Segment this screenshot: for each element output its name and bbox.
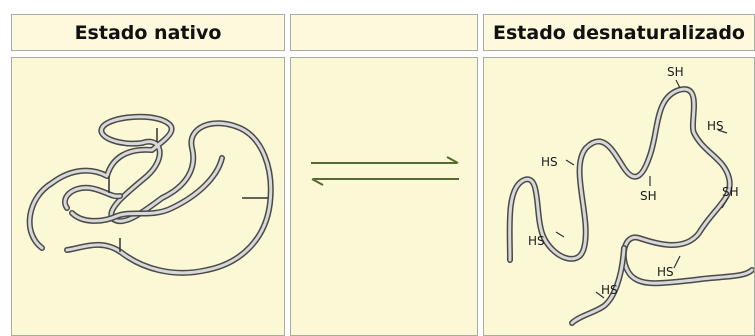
header-native-state: Estado nativo bbox=[11, 14, 285, 51]
header-middle bbox=[290, 14, 478, 51]
label-hs-right-top: HS bbox=[707, 119, 724, 133]
header-native-label: Estado nativo bbox=[74, 21, 222, 44]
label-hs-lower-right: HS bbox=[657, 265, 674, 279]
thiol-bond bbox=[721, 197, 729, 209]
thiol-bond bbox=[565, 159, 575, 166]
label-sh-middle: SH bbox=[640, 189, 657, 203]
equilibrium-panel bbox=[290, 57, 478, 336]
thiol-bond bbox=[717, 129, 728, 134]
native-chain bbox=[26, 113, 274, 276]
forward-arrow bbox=[311, 156, 459, 164]
label-hs-left: HS bbox=[541, 155, 558, 169]
label-hs-bottom: HS bbox=[601, 283, 618, 297]
thiol-bond bbox=[595, 291, 605, 299]
disulfide-bridges bbox=[108, 128, 268, 252]
denatured-chain bbox=[506, 86, 754, 326]
label-hs-lower-left: HS bbox=[528, 234, 545, 248]
label-sh-right: SH bbox=[722, 185, 739, 199]
unfolded-protein-chain: SH HS HS SH SH HS HS HS bbox=[506, 65, 754, 326]
thiol-bond bbox=[675, 79, 681, 89]
thiol-groups bbox=[555, 79, 729, 299]
native-state-panel bbox=[11, 57, 285, 336]
thiol-bond bbox=[555, 231, 565, 238]
header-denatured-state: Estado desnaturalizado bbox=[483, 14, 755, 51]
header-denatured-label: Estado desnaturalizado bbox=[493, 21, 745, 44]
reverse-arrow bbox=[311, 178, 459, 186]
equilibrium-arrows bbox=[311, 156, 459, 186]
denatured-state-panel: SH HS HS SH SH HS HS HS bbox=[483, 57, 755, 336]
thiol-labels: SH HS HS SH SH HS HS HS bbox=[528, 65, 739, 297]
folded-protein-chain bbox=[26, 113, 274, 276]
thiol-bond bbox=[673, 255, 681, 269]
label-sh-top: SH bbox=[667, 65, 684, 79]
